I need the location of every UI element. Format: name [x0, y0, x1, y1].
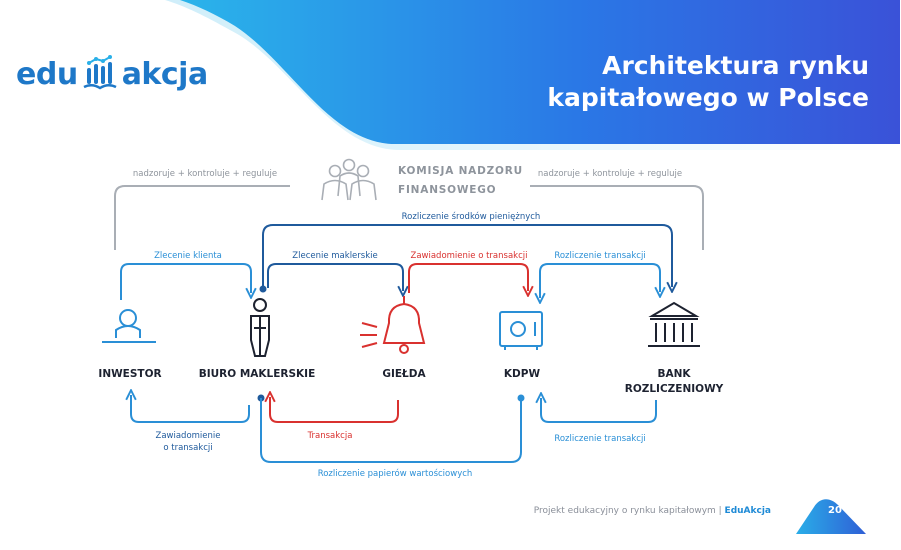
node-label-exchange: GIEŁDA [382, 368, 426, 380]
supervision-line-left [114, 185, 290, 250]
footer-project-text: Projekt edukacyjny o rynku kapitałowym |… [534, 506, 771, 516]
commission-name-line-2: FINANSOWEGO [398, 184, 496, 196]
flow-trade-notice-line [408, 263, 528, 293]
title-line-1: Architektura rynku [602, 51, 869, 80]
flow-trade-settlement-bottom-label: Rozliczenie transakcji [554, 434, 645, 444]
title-line-2: kapitałowego w Polsce [547, 83, 869, 112]
node-label-broker: BIURO MAKLERSKIE [199, 368, 316, 380]
eduakcja-logo: edu akcja [16, 52, 208, 96]
page-number: 20 [828, 505, 842, 516]
logo-chart-book-icon [83, 55, 117, 90]
flow-trade-settlement-bottom-line [541, 398, 657, 423]
node-label-bank-line-2: ROZLICZENIOWY [625, 383, 724, 395]
flow-trade-notice-label: Zawiadomienie o transakcji [411, 251, 528, 261]
slide-title: Architektura rynku kapitałowego w Polsce [449, 50, 869, 114]
flow-cash-settlement-line [262, 224, 672, 287]
footer-brand: EduAkcja [724, 506, 771, 516]
flow-transaction-label: Transakcja [307, 431, 353, 441]
footer-description: Projekt edukacyjny o rynku kapitałowym | [533, 506, 725, 516]
flow-trade-confirmation-line [131, 395, 250, 423]
flow-client-order-label: Zlecenie klienta [154, 251, 222, 261]
flow-trade-confirmation-label-line-1: Zawiadomienie [156, 431, 221, 441]
supervision-label-left: nadzoruje + kontroluje + reguluje [133, 169, 277, 179]
flow-transaction-line [270, 397, 399, 423]
flow-trade-confirmation-label-line-2: o transakcji [163, 443, 212, 453]
flow-broker-order-label: Zlecenie maklerskie [292, 251, 377, 261]
flow-client-order-line [120, 263, 251, 300]
kdpw-safe-icon [499, 311, 543, 350]
flow-cash-settlement-start-dot [259, 285, 267, 293]
investor-icon [102, 309, 156, 343]
flow-securities-settlement-line [260, 398, 522, 463]
logo-text-edu: edu [16, 56, 78, 92]
flow-trade-settlement-top-line [540, 263, 660, 298]
flow-securities-settlement-label: Rozliczenie papierów wartościowych [318, 468, 473, 479]
supervision-line-right [530, 185, 704, 250]
logo-text-akcja: akcja [121, 56, 209, 92]
flow-trade-settlement-top-label: Rozliczenie transakcji [554, 251, 645, 261]
supervision-label-right: nadzoruje + kontroluje + reguluje [538, 169, 682, 179]
flow-broker-order-line [267, 263, 403, 291]
commission-name-line-1: KOMISJA NADZORU [398, 165, 523, 177]
node-label-bank-line-1: BANK [657, 368, 691, 380]
node-label-investor: INWESTOR [98, 368, 161, 380]
bank-building-icon [648, 301, 700, 347]
flow-cash-settlement-label: Rozliczenie środków pieniężnych [402, 211, 541, 222]
commission-people-icon [321, 158, 377, 201]
page-number-tab [796, 499, 866, 534]
broker-icon [250, 298, 270, 357]
node-label-kdpw: KDPW [504, 368, 541, 380]
header-band [180, 0, 900, 144]
stock-exchange-bell-icon [360, 296, 426, 354]
